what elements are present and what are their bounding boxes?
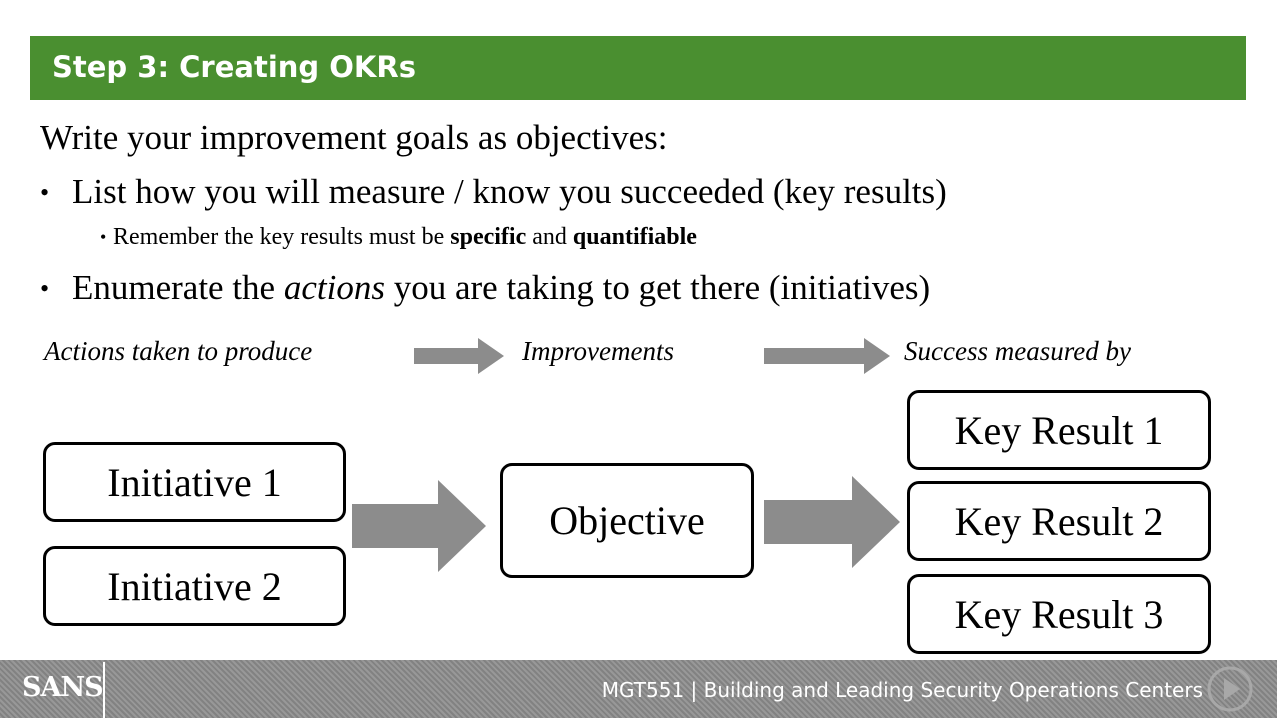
intro-text: Write your improvement goals as objectiv… [40, 118, 668, 157]
flow-label-improvements: Improvements [522, 336, 674, 366]
bullet-dot-icon: • [40, 178, 50, 207]
key-result-1-box: Key Result 1 [907, 390, 1211, 470]
watermark-play-icon [1207, 666, 1253, 712]
key-result-3-box: Key Result 3 [907, 574, 1211, 654]
footer-divider [103, 662, 105, 718]
sub-bullet-specific: specific [450, 224, 527, 250]
sub-bullet-mid: and [526, 224, 573, 250]
sub-bullet-quantifiable: quantifiable [572, 224, 697, 250]
bullet-dot-icon: • [40, 274, 50, 303]
key-result-2-box: Key Result 2 [907, 481, 1211, 561]
footer-bar: SANS MGT551 | Building and Leading Secur… [0, 660, 1277, 718]
bullet-enumerate-text: Enumerate the actions you are taking to … [72, 268, 930, 308]
objective-box: Objective [500, 463, 754, 578]
course-title: MGT551 | Building and Leading Security O… [601, 678, 1203, 702]
sub-bullet-text: Remember the key results must be specifi… [113, 224, 697, 251]
sub-bullet-pre: Remember the key results must be [113, 224, 451, 250]
bullet-measure-text: List how you will measure / know you suc… [72, 172, 947, 211]
title-banner: Step 3: Creating OKRs [30, 36, 1246, 100]
bullet-enumerate-post: you are taking to get there (initiatives… [384, 268, 931, 307]
sans-logo: SANS [22, 672, 104, 703]
initiatives-to-objective-arrow-icon [352, 480, 486, 572]
bullet-enumerate-actions: actions [283, 268, 385, 307]
initiative-1-box: Initiative 1 [43, 442, 346, 522]
flow-arrow-1-icon [414, 338, 504, 374]
objective-to-key-results-arrow-icon [764, 476, 900, 568]
slide-title: Step 3: Creating OKRs [52, 50, 416, 84]
initiative-2-box: Initiative 2 [43, 546, 346, 626]
bullet-enumerate-pre: Enumerate the [72, 268, 284, 307]
flow-label-actions: Actions taken to produce [44, 336, 313, 366]
flow-arrow-2-icon [764, 338, 890, 374]
flow-label-success: Success measured by [904, 336, 1131, 366]
sub-bullet-dot-icon: • [100, 227, 107, 247]
